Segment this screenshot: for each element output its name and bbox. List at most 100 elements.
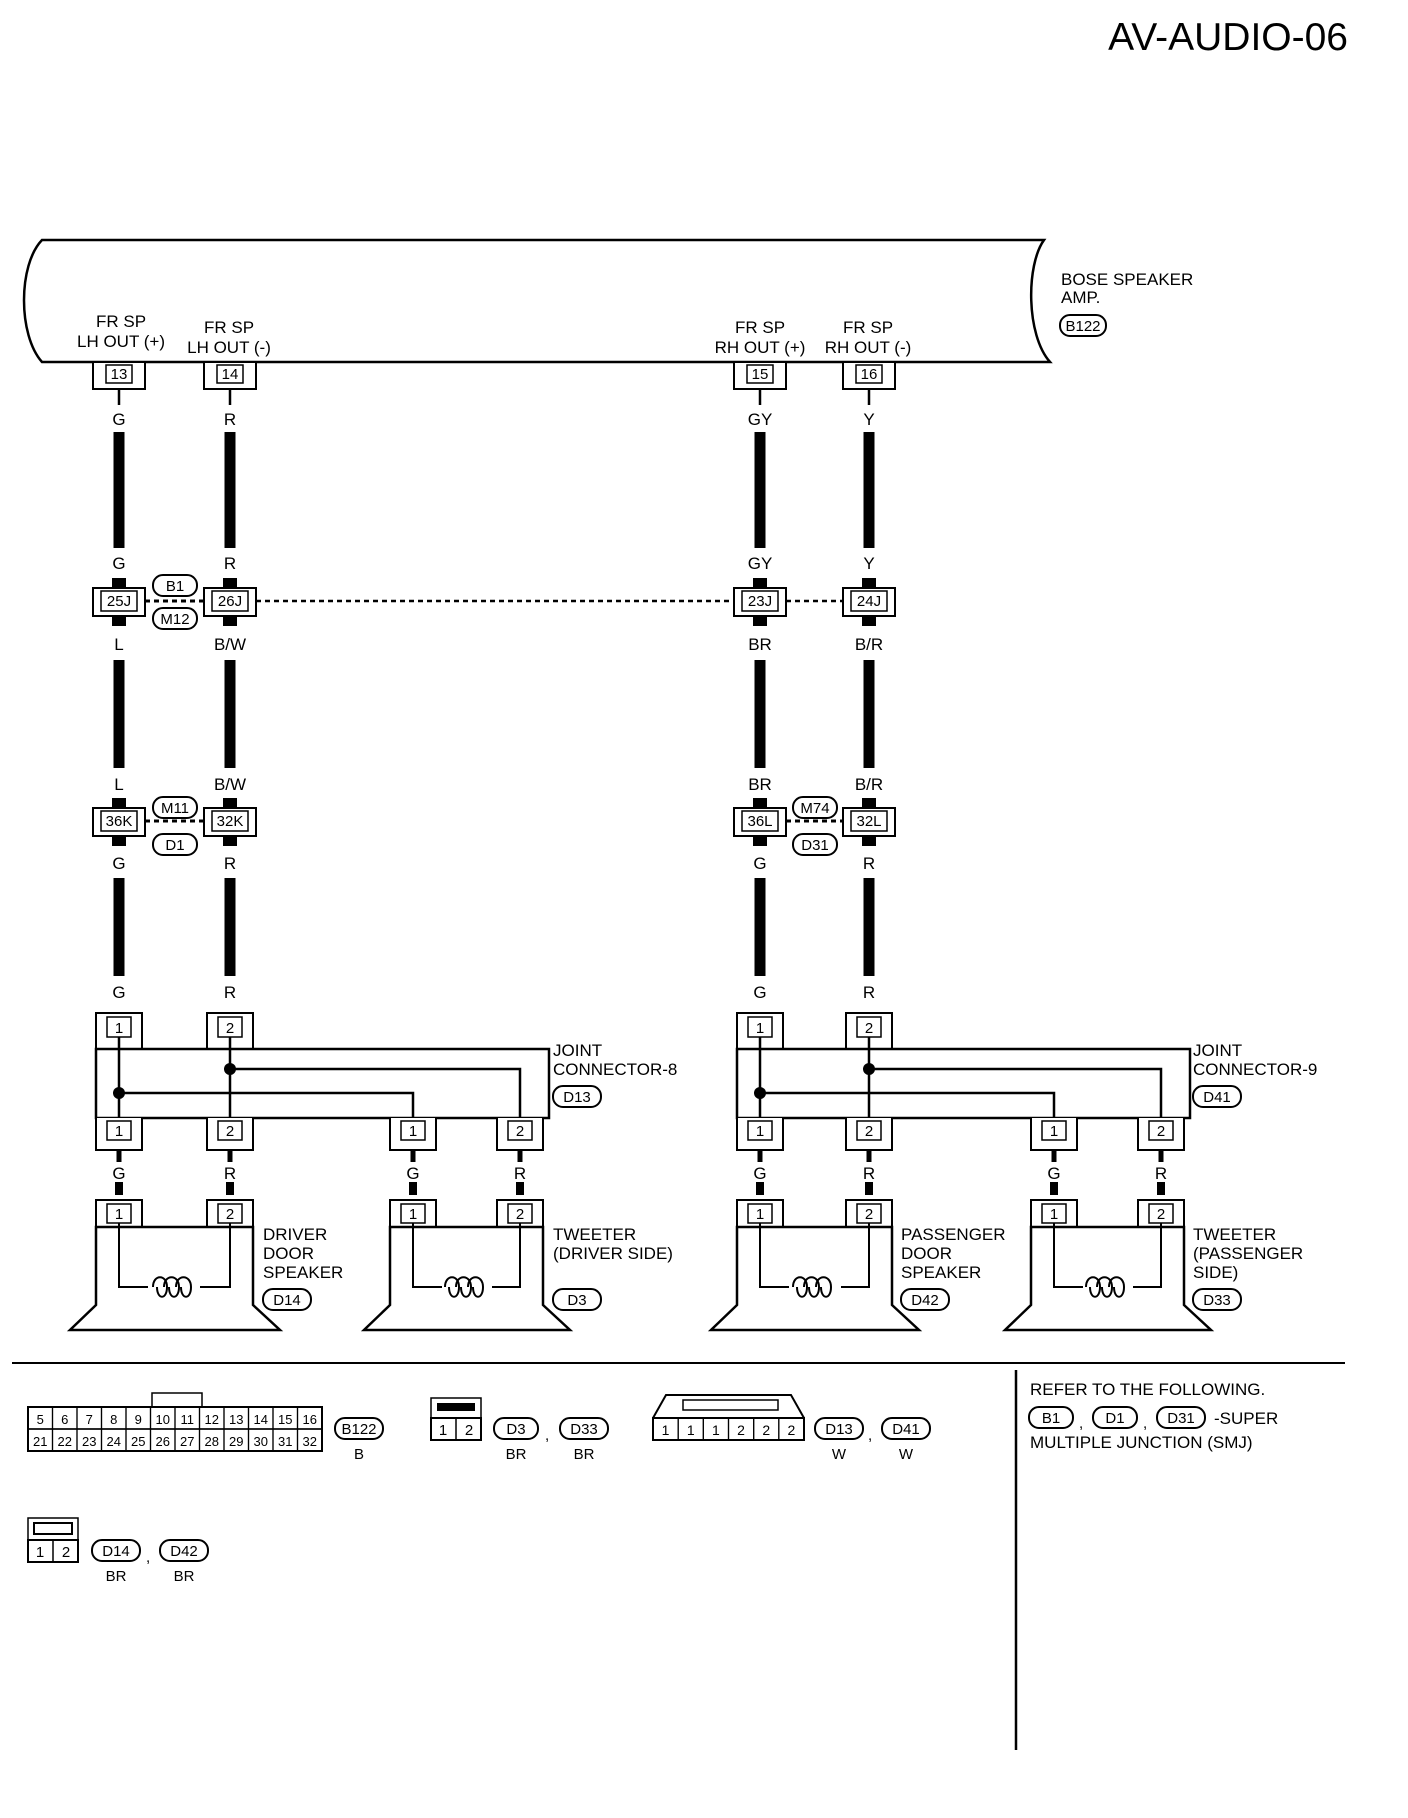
pin-number: 21: [33, 1434, 47, 1449]
svg-text:1: 1: [1050, 1123, 1058, 1140]
svg-text:B1: B1: [1042, 1410, 1060, 1427]
svg-text:23J: 23J: [748, 593, 772, 610]
wire-color-label: G: [112, 1164, 125, 1183]
pin-number: 1: [662, 1422, 670, 1438]
svg-text:1: 1: [36, 1544, 44, 1561]
svg-text:2: 2: [865, 1020, 873, 1037]
connector-36l: 36L: [733, 798, 787, 846]
pin-number: 26: [156, 1434, 170, 1449]
speaker-pin: 2: [206, 1199, 254, 1227]
wire-color-label: R: [863, 854, 875, 873]
amp-terminal-label: FR SP: [204, 318, 254, 337]
junction-1-code-b1: B1: [152, 574, 198, 597]
pin-number: 24: [107, 1434, 121, 1449]
svg-text:D13: D13: [825, 1421, 853, 1438]
two-pin-a-code: D33: [559, 1417, 609, 1440]
svg-text:D42: D42: [170, 1543, 198, 1560]
connector-24j: 24J: [842, 578, 896, 626]
amp-terminal-label: RH OUT (-): [825, 338, 912, 357]
speaker-name: PASSENGER: [901, 1225, 1006, 1244]
speaker-pin: 1: [736, 1199, 784, 1227]
wire-color-label: R: [224, 410, 236, 429]
pin-number: 31: [278, 1434, 292, 1449]
junction-2-code-d31: D31: [792, 833, 838, 856]
joint-view-color: W: [899, 1446, 914, 1463]
svg-text:25J: 25J: [107, 593, 131, 610]
two-pin-a-color: BR: [506, 1446, 527, 1463]
svg-text:2: 2: [465, 1422, 473, 1439]
tweeter-passenger-side: 1 2 TWEETER (PASSENGER SIDE) D33: [1001, 1199, 1303, 1332]
two-pin-b-code: D42: [159, 1539, 209, 1562]
two-pin-a-code: D3: [493, 1417, 539, 1440]
svg-text:D1: D1: [165, 837, 184, 854]
joint-9-out-pin: 1: [736, 1118, 784, 1151]
svg-text:D33: D33: [570, 1421, 598, 1438]
wire-color-label: G: [753, 983, 766, 1002]
pin-number: 6: [61, 1412, 68, 1427]
wire-color-label: GY: [748, 410, 773, 429]
svg-text:M74: M74: [800, 800, 829, 817]
pin-number: 2: [788, 1422, 796, 1438]
pin-number: 7: [86, 1412, 93, 1427]
svg-text:,: ,: [868, 1427, 872, 1444]
wire-color-label: G: [112, 554, 125, 573]
svg-text:1: 1: [756, 1020, 764, 1037]
amp-connector-code: B122: [1059, 314, 1107, 337]
junction-2-code-m74: M74: [792, 796, 838, 819]
wire-color-label: G: [112, 983, 125, 1002]
connector-23j: 23J: [733, 578, 787, 626]
joint-8-name: CONNECTOR-8: [553, 1060, 677, 1079]
svg-text:32K: 32K: [217, 813, 244, 830]
pin-number: 15: [278, 1412, 292, 1427]
connector-view-two-pin-a: 1 2 D3 , D33 BR BR: [430, 1397, 609, 1463]
svg-text:,: ,: [545, 1427, 549, 1444]
pin-number: 28: [205, 1434, 219, 1449]
svg-text:D14: D14: [102, 1543, 130, 1560]
wire-color-label: Y: [863, 410, 874, 429]
amp-terminal-label: FR SP: [843, 318, 893, 337]
connector-25j: 25J: [92, 578, 146, 626]
wire-color-label: R: [514, 1164, 526, 1183]
svg-text:16: 16: [861, 366, 878, 383]
svg-text:D42: D42: [911, 1292, 939, 1309]
joint-connector-8: 1 2 1 2 1 2: [94, 1012, 677, 1151]
joint-9-name: JOINT: [1193, 1041, 1242, 1060]
refer-note-code: D31: [1156, 1406, 1206, 1429]
svg-text:2: 2: [865, 1206, 873, 1223]
b122-color: B: [354, 1446, 364, 1463]
joint-view-code: D13: [814, 1417, 864, 1440]
svg-text:D41: D41: [892, 1421, 920, 1438]
svg-text:2: 2: [516, 1123, 524, 1140]
svg-text:D13: D13: [563, 1089, 591, 1106]
svg-text:M12: M12: [160, 611, 189, 628]
junction-2-right: 36L 32L M74 D31: [733, 796, 896, 856]
refer-note-line3: MULTIPLE JUNCTION (SMJ): [1030, 1433, 1253, 1452]
joint-8-body: [94, 1047, 551, 1120]
amp-name-line1: BOSE SPEAKER: [1061, 270, 1193, 289]
pin-number: 11: [181, 1412, 195, 1427]
joint-8-name: JOINT: [553, 1041, 602, 1060]
speaker-pin: 1: [95, 1199, 143, 1227]
speaker-pin: 1: [389, 1199, 437, 1227]
pin-number: 32: [303, 1434, 317, 1449]
speaker-name: DOOR: [263, 1244, 314, 1263]
svg-text:1: 1: [409, 1123, 417, 1140]
speaker-name: TWEETER: [553, 1225, 636, 1244]
joint-9-code: D41: [1192, 1085, 1242, 1108]
speaker-code: D42: [900, 1288, 950, 1311]
two-pin-b-color: BR: [106, 1568, 127, 1585]
junction-1-code-m12: M12: [152, 607, 198, 630]
amp-terminal-label: FR SP: [735, 318, 785, 337]
speaker-name: DRIVER: [263, 1225, 327, 1244]
connector-32k: 32K: [203, 798, 257, 846]
wire-color-label: G: [406, 1164, 419, 1183]
wire-color-label: BR: [748, 635, 772, 654]
joint-connector-9: 1 2 1 2 1 2: [735, 1012, 1317, 1151]
pin-number: 16: [303, 1412, 317, 1427]
amp-terminal-label: FR SP: [96, 312, 146, 331]
pin-number: 1: [687, 1422, 695, 1438]
